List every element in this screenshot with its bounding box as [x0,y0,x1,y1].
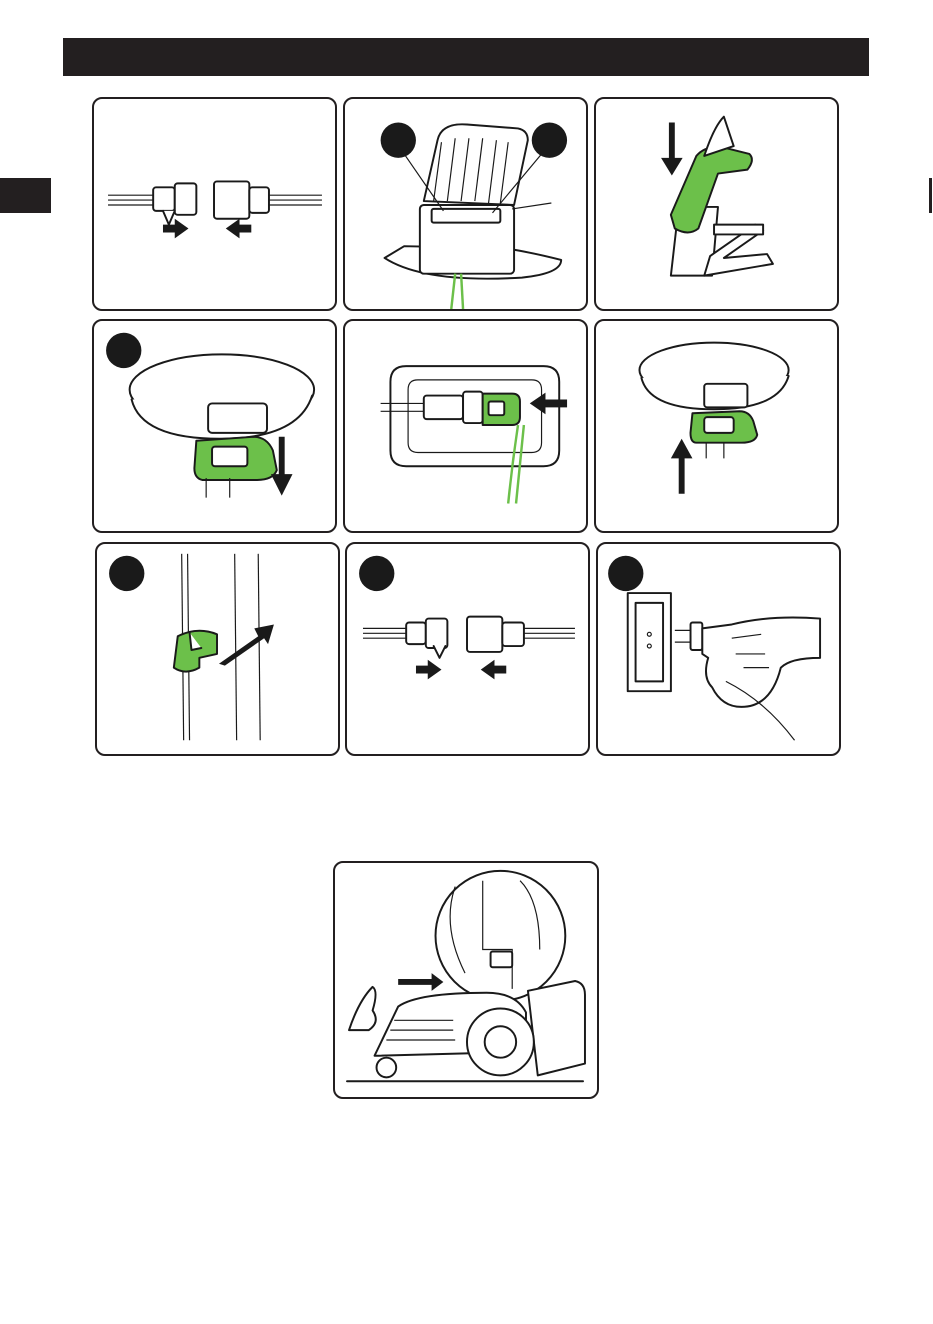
language-tab-marker [0,178,51,213]
panel-cover-attach [594,97,839,311]
charging-station-wiring-icon [345,99,586,309]
station-cover-attach-icon [596,99,837,309]
panel-station-wiring [343,97,588,311]
panel-connector-join-2 [345,542,590,756]
panel-connector-box-remove [92,319,337,533]
panel-connector-box-insert [343,319,588,533]
mains-plug-icon [598,544,839,754]
panel-mower-docking [333,861,599,1099]
section-header-bar [63,38,869,76]
wire-clip-icon [97,544,338,754]
panel-mains-plug [596,542,841,756]
panel-connector-box-refit [594,319,839,533]
connector-box-insert-icon [345,321,586,531]
connector-box-remove-icon [94,321,335,531]
panel-connector-join [92,97,337,311]
connector-join-icon [347,544,588,754]
mower-docking-icon [335,863,597,1097]
connector-box-refit-icon [596,321,837,531]
connector-join-icon [94,99,335,309]
page-edge-marker [929,178,932,213]
panel-wire-clip [95,542,340,756]
